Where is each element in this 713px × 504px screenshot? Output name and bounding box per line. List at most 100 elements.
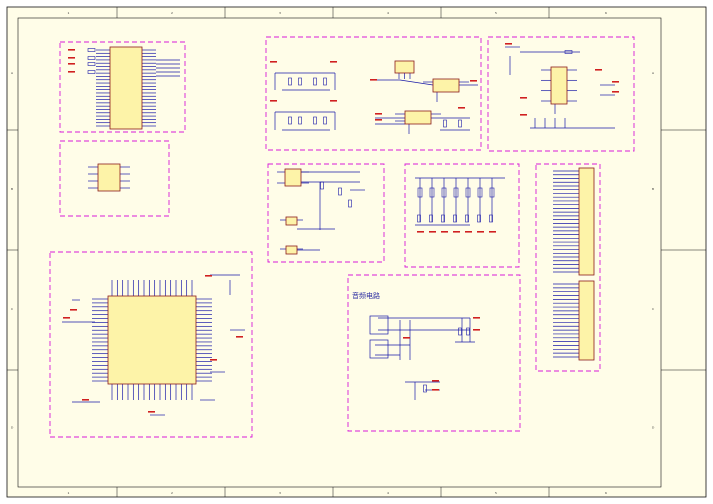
net-label xyxy=(236,336,243,338)
column-number: 2 xyxy=(171,11,173,15)
button-switch xyxy=(417,187,423,198)
circuit-group-box xyxy=(59,140,170,217)
resistor xyxy=(441,214,445,223)
resistor xyxy=(489,214,493,223)
ic-component xyxy=(550,66,568,105)
net-label xyxy=(82,399,89,401)
row-letter: C xyxy=(652,307,654,311)
inner-border xyxy=(17,17,662,488)
net-label xyxy=(70,309,77,311)
net-label xyxy=(148,411,155,413)
row-letter: A xyxy=(652,71,655,75)
net-label xyxy=(520,114,527,116)
resistor xyxy=(477,214,481,223)
ic-component xyxy=(107,295,197,385)
net-label xyxy=(441,231,448,233)
resistor xyxy=(323,116,327,125)
column-number: 2 xyxy=(171,491,173,495)
resistor xyxy=(429,214,433,223)
ic-component xyxy=(578,280,595,361)
resistor xyxy=(348,199,352,208)
net-label xyxy=(612,81,619,83)
resistor xyxy=(87,70,96,74)
ic-component xyxy=(578,167,595,276)
resistor xyxy=(313,116,317,125)
row-letter: C xyxy=(11,307,13,311)
resistor xyxy=(320,181,324,190)
resistor xyxy=(288,77,292,86)
ic-component xyxy=(404,110,432,125)
net-label xyxy=(270,100,277,102)
ic-component xyxy=(284,168,302,187)
wires xyxy=(62,43,619,416)
row-letter: A xyxy=(11,71,14,75)
column-number: 5 xyxy=(495,491,497,495)
column-number: 3 xyxy=(279,11,281,15)
net-label xyxy=(432,389,439,391)
button-switch xyxy=(477,187,483,198)
net-label xyxy=(429,231,436,233)
net-label xyxy=(330,100,337,102)
audio-jack xyxy=(369,315,389,335)
net-label xyxy=(68,71,75,73)
ic-component xyxy=(109,46,143,130)
net-label xyxy=(465,231,472,233)
row-letter: B xyxy=(652,187,654,191)
net-label xyxy=(375,113,382,115)
resistor xyxy=(288,116,292,125)
resistor xyxy=(313,77,317,86)
column-number: 6 xyxy=(605,11,607,15)
net-label xyxy=(520,97,527,99)
net-label xyxy=(470,80,477,82)
circuit-group-box xyxy=(535,163,601,372)
button-switch xyxy=(465,187,471,198)
net-label xyxy=(612,91,619,93)
circuit-group-box xyxy=(347,274,521,432)
audio-circuit-title: 音频电路 xyxy=(352,291,380,300)
circuit-group-box xyxy=(265,36,482,151)
resistor xyxy=(298,116,302,125)
net-label xyxy=(458,107,465,109)
net-label xyxy=(473,329,480,331)
net-label xyxy=(453,231,460,233)
net-label xyxy=(68,57,75,59)
button-switch xyxy=(441,187,447,198)
column-number: 6 xyxy=(605,491,607,495)
net-label xyxy=(330,61,337,63)
resistor xyxy=(323,77,327,86)
ic-component xyxy=(285,245,298,255)
resistor xyxy=(87,56,96,60)
resistor xyxy=(564,50,573,54)
circuit-group-box xyxy=(267,163,385,263)
ic-component xyxy=(394,60,415,74)
ic-component xyxy=(285,216,298,226)
resistor xyxy=(87,48,96,52)
net-label xyxy=(595,69,602,71)
resistor xyxy=(465,214,469,223)
resistor xyxy=(466,327,470,336)
audio-jack xyxy=(369,339,389,359)
row-letter: B xyxy=(11,187,13,191)
net-label xyxy=(68,63,75,65)
resistor xyxy=(443,119,447,128)
net-label xyxy=(63,317,70,319)
net-label xyxy=(270,61,277,63)
wire xyxy=(399,79,434,86)
net-label xyxy=(489,231,496,233)
net-label xyxy=(403,337,410,339)
column-number: 3 xyxy=(279,491,281,495)
column-number: 1 xyxy=(68,491,70,495)
button-switch xyxy=(453,187,459,198)
circuit-group-box xyxy=(404,163,520,268)
net-label xyxy=(473,317,480,319)
net-label xyxy=(205,275,212,277)
net-label xyxy=(417,231,424,233)
resistor xyxy=(338,187,342,196)
net-label xyxy=(68,49,75,51)
net-label xyxy=(432,380,439,382)
resistor xyxy=(458,119,462,128)
components xyxy=(97,46,595,385)
ic-component xyxy=(97,163,121,192)
